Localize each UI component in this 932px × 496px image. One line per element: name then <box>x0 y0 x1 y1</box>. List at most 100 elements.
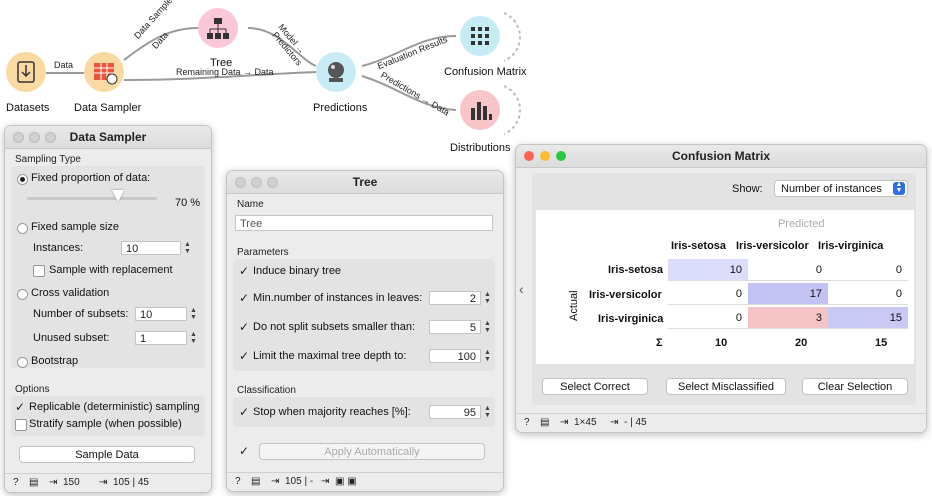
report-icon[interactable]: ▤ <box>29 477 39 488</box>
num-subsets-field[interactable]: 10 <box>135 307 187 321</box>
cross-validation-radio[interactable] <box>17 289 28 300</box>
data-sampler-window: Data Sampler Sampling Type Fixed proport… <box>4 125 212 493</box>
distributions-node[interactable] <box>460 90 500 130</box>
name-input[interactable]: Tree <box>235 215 493 231</box>
no-split-field[interactable]: 5 <box>429 320 481 334</box>
show-select[interactable]: Number of instances ▲▼ <box>774 180 908 197</box>
matrix-cell[interactable]: 0 <box>828 283 908 305</box>
matrix-cell[interactable]: 15 <box>828 307 908 329</box>
show-select-value: Number of instances <box>781 183 882 195</box>
distributions-label: Distributions <box>450 142 511 154</box>
instances-stepper[interactable]: ▲▼ <box>184 241 191 255</box>
matrix-cell[interactable]: 0 <box>828 259 908 281</box>
unused-subset-stepper[interactable]: ▲▼ <box>190 331 197 345</box>
zoom-button[interactable] <box>267 177 278 188</box>
help-icon[interactable]: ? <box>13 477 19 488</box>
bootstrap-label: Bootstrap <box>31 355 79 367</box>
binary-checkbox[interactable]: ✓ <box>239 264 250 278</box>
title-bar: Data Sampler <box>5 126 211 149</box>
col-header-versicolor: Iris-versicolor <box>736 240 809 252</box>
replicable-checkbox[interactable]: ✓ <box>15 400 26 414</box>
help-icon[interactable]: ? <box>235 476 241 487</box>
confusion-matrix-node[interactable] <box>460 16 500 56</box>
no-split-checkbox[interactable]: ✓ <box>239 320 250 334</box>
close-button[interactable] <box>235 177 246 188</box>
proportion-slider-handle[interactable] <box>112 190 124 202</box>
predictions-label: Predictions <box>313 102 368 114</box>
options-box <box>11 396 205 436</box>
title-bar: Tree <box>227 171 503 194</box>
minimize-button[interactable] <box>29 132 40 143</box>
tree-node[interactable] <box>198 8 238 48</box>
no-split-label: Do not split subsets smaller than: <box>253 321 416 333</box>
window-title: Confusion Matrix <box>672 149 770 163</box>
output-model-icon: ▣ ▣ <box>335 476 357 487</box>
close-button[interactable] <box>13 132 24 143</box>
help-icon[interactable]: ? <box>524 417 530 428</box>
num-subsets-stepper[interactable]: ▲▼ <box>190 307 197 321</box>
max-depth-stepper[interactable]: ▲▼ <box>484 349 491 363</box>
apply-automatically-button[interactable]: Apply Automatically <box>259 443 485 460</box>
fixed-size-label: Fixed sample size <box>31 221 120 233</box>
min-inst-stepper[interactable]: ▲▼ <box>484 291 491 305</box>
fixed-proportion-radio[interactable] <box>17 174 28 185</box>
matrix-cell[interactable]: 0 <box>668 283 748 305</box>
workflow-canvas <box>46 12 521 135</box>
report-icon[interactable]: ▤ <box>251 476 261 487</box>
row-header-setosa: Iris-setosa <box>608 264 664 276</box>
report-icon[interactable]: ▤ <box>540 417 550 428</box>
crystal-ball-icon <box>328 62 344 82</box>
cross-validation-label: Cross validation <box>31 287 110 299</box>
min-inst-field[interactable]: 2 <box>429 291 481 305</box>
download-icon <box>17 61 35 83</box>
matrix-cell[interactable]: 0 <box>748 259 828 281</box>
input-icon: ⇥ <box>560 417 569 428</box>
datasets-node[interactable] <box>6 52 46 92</box>
no-split-stepper[interactable]: ▲▼ <box>484 320 491 334</box>
data-sampler-label: Data Sampler <box>74 102 142 114</box>
majority-field[interactable]: 95 <box>429 405 481 419</box>
matrix-icon <box>471 27 489 45</box>
majority-checkbox[interactable]: ✓ <box>239 405 250 419</box>
edge-label-remaining: Remaining Data → Data <box>176 67 274 77</box>
status-bar: ? ▤ ⇥ 1×45 ⇥ - | 45 <box>516 413 926 432</box>
minimize-button[interactable] <box>540 151 550 161</box>
col-header-virginica: Iris-virginica <box>818 240 884 252</box>
max-depth-checkbox[interactable]: ✓ <box>239 349 250 363</box>
chevron-left-icon[interactable]: ‹ <box>519 281 524 297</box>
auto-apply-checkbox[interactable]: ✓ <box>239 444 250 458</box>
data-sampler-node[interactable] <box>84 52 124 92</box>
sample-data-button[interactable]: Sample Data <box>19 446 195 463</box>
zoom-button[interactable] <box>556 151 566 161</box>
majority-stepper[interactable]: ▲▼ <box>484 405 491 419</box>
classification-title: Classification <box>237 385 296 396</box>
unused-subset-field[interactable]: 1 <box>135 331 187 345</box>
status-output-count: 105 | 45 <box>113 477 149 488</box>
min-inst-checkbox[interactable]: ✓ <box>239 291 250 305</box>
matrix-cell[interactable]: 10 <box>668 259 748 281</box>
matrix-cell[interactable]: 3 <box>748 307 828 329</box>
options-title: Options <box>15 384 50 395</box>
predicted-header: Predicted <box>778 218 825 230</box>
fixed-size-radio[interactable] <box>17 223 28 234</box>
matrix-cell[interactable]: 0 <box>668 307 748 329</box>
matrix-cell[interactable]: 17 <box>748 283 828 305</box>
tree-label: Tree <box>210 57 233 69</box>
zoom-button[interactable] <box>45 132 56 143</box>
status-output-count: - | 45 <box>624 417 647 428</box>
proportion-slider-track[interactable] <box>27 197 157 200</box>
status-input-count: 1×45 <box>574 417 597 428</box>
predictions-node[interactable] <box>316 52 356 92</box>
replacement-checkbox[interactable] <box>33 265 45 277</box>
min-inst-label: Min.number of instances in leaves: <box>253 292 423 304</box>
minimize-button[interactable] <box>251 177 262 188</box>
close-button[interactable] <box>524 151 534 161</box>
max-depth-field[interactable]: 100 <box>429 349 481 363</box>
stratify-checkbox[interactable] <box>15 419 27 431</box>
instances-field[interactable]: 10 <box>121 241 181 255</box>
clear-selection-button[interactable]: Clear Selection <box>802 378 908 395</box>
select-correct-button[interactable]: Select Correct <box>542 378 648 395</box>
replacement-label: Sample with replacement <box>49 264 173 276</box>
bootstrap-radio[interactable] <box>17 357 28 368</box>
select-misclassified-button[interactable]: Select Misclassified <box>666 378 786 395</box>
